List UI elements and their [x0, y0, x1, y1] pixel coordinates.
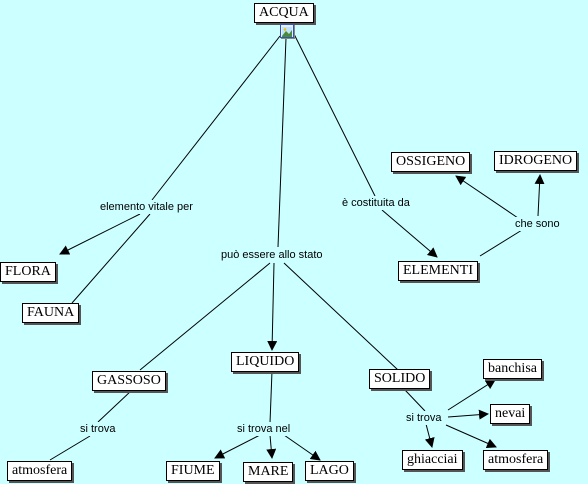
line-stato-solido [283, 262, 399, 371]
node-nevai[interactable]: nevai [490, 404, 531, 424]
link-stato[interactable]: può essere allo stato [219, 248, 325, 262]
line-sitrovanel-lago [283, 434, 321, 461]
line-stato-gassoso [139, 262, 271, 371]
line-liquido-sitrovanel [269, 370, 273, 424]
line-solido-sitrova [404, 389, 426, 412]
line-acqua-costituita [291, 29, 376, 197]
node-idrogeno[interactable]: IDROGENO [494, 151, 578, 171]
line-gassoso-sitrova [97, 389, 133, 423]
link-si-trova-gas[interactable]: si trova [78, 422, 118, 436]
line-chesono-idrogeno [534, 174, 545, 217]
image-icon[interactable] [280, 24, 294, 38]
line-acqua-elemento [151, 35, 281, 201]
line-sitrova-ghiacciai [424, 423, 435, 448]
node-liquido[interactable]: LIQUIDO [231, 352, 300, 372]
line-elemento-fauna [71, 213, 151, 304]
line-stato-liquido [267, 262, 278, 351]
line-elemento-flora [59, 213, 141, 255]
node-elementi[interactable]: ELEMENTI [398, 261, 478, 281]
line-acqua-stato [277, 37, 287, 248]
node-gassoso[interactable]: GASSOSO [92, 371, 166, 391]
line-chesono-ossigeno [455, 175, 519, 219]
line-sitrovanel-fiume [214, 434, 261, 459]
link-che-sono[interactable]: che sono [513, 217, 562, 231]
node-flora[interactable]: FLORA [0, 262, 56, 282]
line-sitrova-banchisa [447, 379, 496, 411]
line-costituita-elementi [381, 209, 438, 258]
node-fiume[interactable]: FIUME [166, 461, 220, 481]
node-solido[interactable]: SOLIDO [369, 369, 431, 389]
node-banchisa[interactable]: banchisa [483, 359, 542, 379]
line-elementi-chesono [479, 229, 523, 257]
link-costituita[interactable]: è costituita da [340, 196, 412, 210]
line-sitrova-atmosfera [49, 435, 91, 461]
line-sitrova-atmosfera2 [445, 424, 497, 448]
node-lago[interactable]: LAGO [305, 461, 354, 481]
line-sitrovanel-mare [266, 434, 277, 459]
node-ghiacciai[interactable]: ghiacciai [402, 450, 463, 470]
node-fauna[interactable]: FAUNA [22, 303, 80, 323]
link-si-trova-nel[interactable]: si trova nel [235, 422, 293, 436]
link-si-trova-sol[interactable]: si trova [404, 411, 444, 425]
node-atmosfera-gas[interactable]: atmosfera [7, 461, 73, 481]
node-ossigeno[interactable]: OSSIGENO [391, 152, 471, 172]
line-sitrova-nevai [447, 409, 489, 420]
node-acqua[interactable]: ACQUA [254, 3, 314, 23]
link-elemento-vitale[interactable]: elemento vitale per [98, 200, 195, 214]
node-atmosfera-sol[interactable]: atmosfera [483, 450, 549, 470]
node-mare[interactable]: MARE [243, 462, 294, 482]
